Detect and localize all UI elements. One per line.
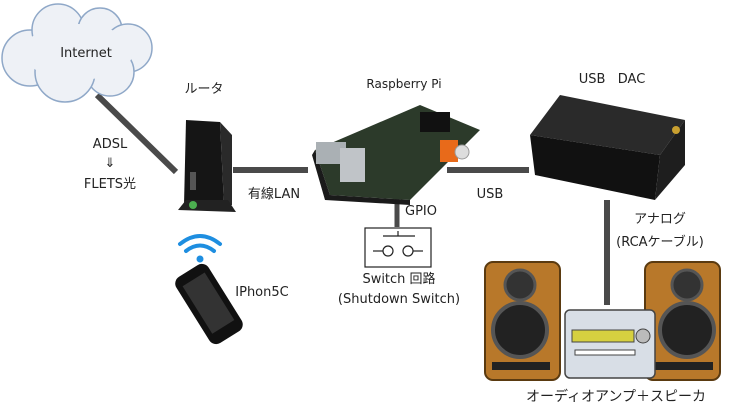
iphone-label: IPhon5C	[235, 285, 289, 300]
usb-label: USB	[476, 187, 504, 202]
usb-dac-icon	[530, 95, 685, 200]
adsl-label: ADSL	[92, 137, 128, 152]
router-label: ルータ	[184, 82, 224, 97]
left-speaker-icon	[484, 261, 561, 381]
switch-circuit-icon	[364, 227, 432, 268]
rca-label: (RCAケーブル)	[616, 235, 704, 250]
lan-label: 有線LAN	[247, 187, 301, 202]
raspberry-pi-label: Raspberry Pi	[366, 77, 442, 91]
internet-label: Internet	[60, 46, 112, 61]
router-icon	[178, 120, 236, 212]
iphone-icon	[175, 263, 243, 345]
adsl-link-line	[94, 92, 179, 175]
gpio-label: GPIO	[405, 204, 437, 219]
audio-label: オーディオアンプ＋スピーカ	[525, 389, 707, 405]
usb-dac-label: USB DAC	[578, 72, 646, 87]
right-speaker-icon	[644, 261, 721, 381]
flets-label: FLETS光	[83, 177, 137, 192]
analog-label: アナログ	[634, 212, 686, 227]
switch-title-label: Switch 回路	[362, 272, 436, 287]
internet-cloud-icon	[1, 3, 153, 103]
arrow-label: ⇓	[104, 156, 116, 171]
raspberry-pi-icon	[312, 105, 480, 205]
switch-sub-label: (Shutdown Switch)	[337, 292, 461, 307]
wifi-icon	[178, 234, 222, 263]
audio-amplifier-icon	[564, 309, 656, 379]
